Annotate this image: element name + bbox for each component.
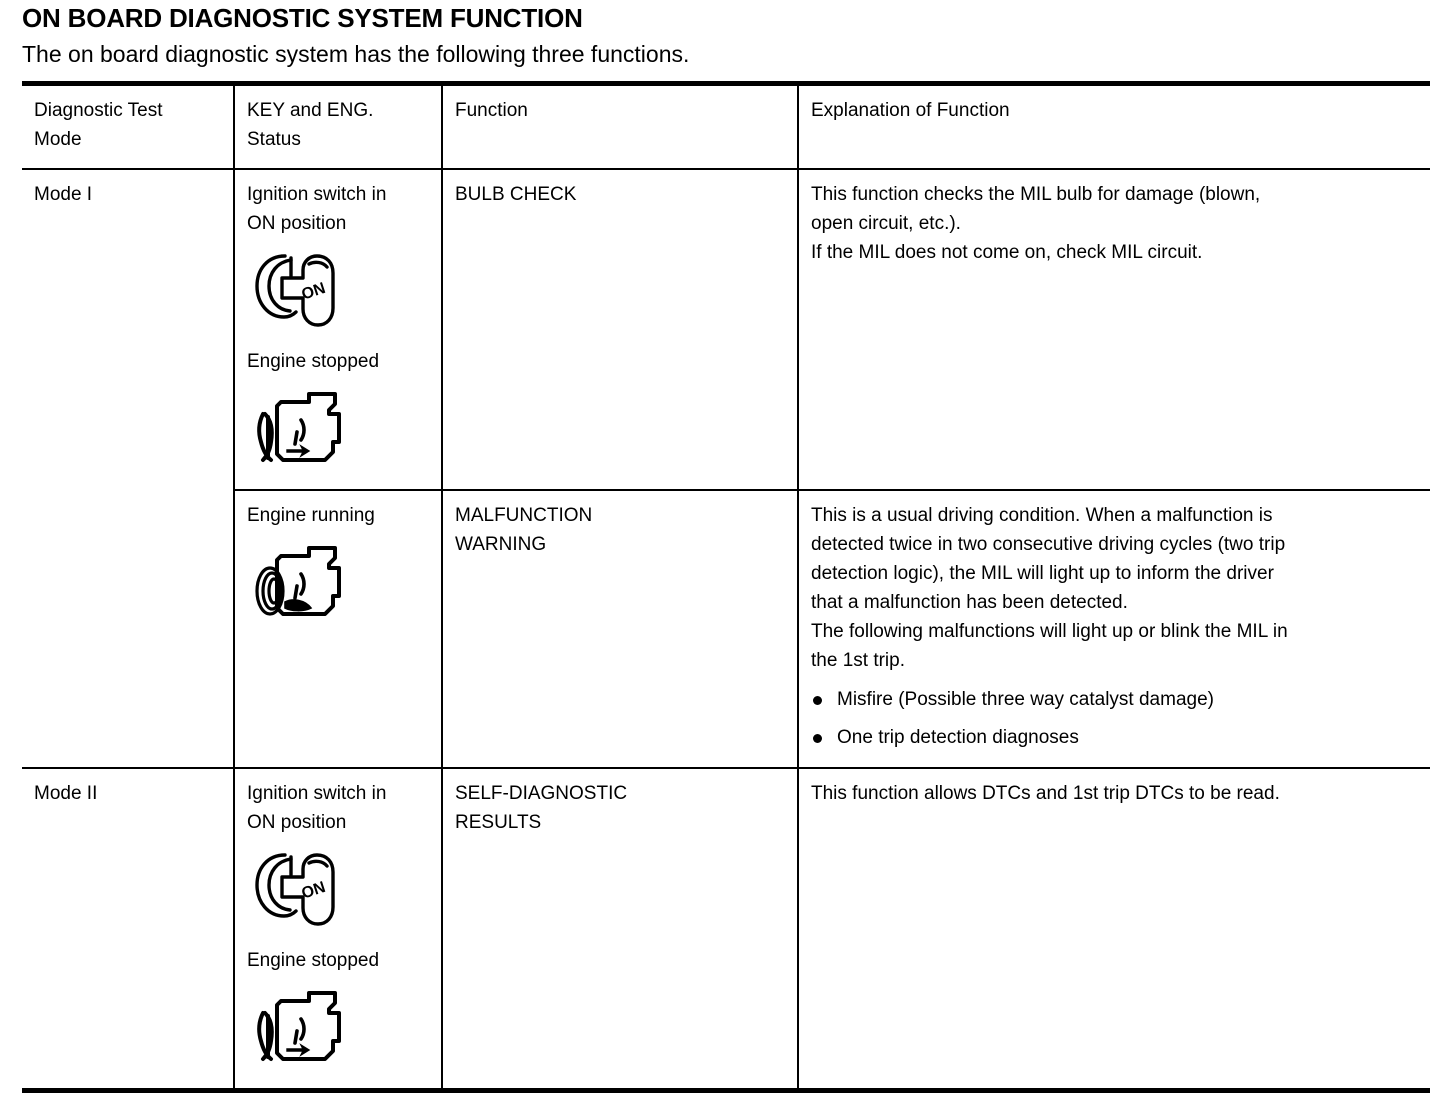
table-header-row: Diagnostic Test Mode KEY and ENG. Status…: [22, 83, 1430, 169]
cell-mode-name: Mode I: [22, 168, 235, 768]
engine-stopped-icon: [251, 384, 429, 479]
status-line-2: ON position: [247, 213, 347, 234]
status-line-2: ON position: [247, 812, 347, 833]
cell-key-eng-status: Ignition switch in ON position ON: [234, 767, 443, 1091]
table-row: Mode II Ignition switch in ON position: [22, 767, 1430, 1091]
explanation-line: detected twice in two consecutive drivin…: [811, 534, 1286, 555]
explanation-line: that a malfunction has been detected.: [811, 592, 1128, 613]
engine-state-label: Engine stopped: [247, 950, 380, 971]
diagnostic-mode-table: Diagnostic Test Mode KEY and ENG. Status…: [22, 81, 1430, 1093]
header-line-2: Mode: [34, 129, 82, 150]
icon-spacer: [247, 938, 429, 946]
function-line-1: BULB CHECK: [455, 184, 577, 205]
function-line-2: RESULTS: [455, 812, 542, 833]
cell-function: MALFUNCTION WARNING: [442, 489, 799, 768]
cell-mode-name: Mode II: [22, 767, 235, 1091]
explanation-line: If the MIL does not come on, check MIL c…: [811, 242, 1203, 263]
header-line-2: Status: [247, 129, 301, 150]
table-row: Mode I Ignition switch in ON position: [22, 168, 1430, 768]
ignition-key-on-icon: ON: [251, 845, 429, 938]
list-item-label: Misfire (Possible three way catalyst dam…: [837, 689, 1214, 710]
list-item: Misfire (Possible three way catalyst dam…: [811, 681, 1418, 719]
engine-stopped-icon: [251, 983, 429, 1078]
cell-explanation: This is a usual driving condition. When …: [798, 489, 1430, 768]
header-line-1: Diagnostic Test: [34, 100, 163, 121]
header-cell-diagnostic-test-mode: Diagnostic Test Mode: [22, 83, 235, 169]
cell-explanation: This function checks the MIL bulb for da…: [798, 168, 1430, 490]
document-page: ON BOARD DIAGNOSTIC SYSTEM FUNCTION The …: [22, 3, 1430, 1093]
header-cell-key-eng-status: KEY and ENG. Status: [234, 83, 443, 169]
list-item: One trip detection diagnoses: [811, 719, 1418, 757]
explanation-line: This is a usual driving condition. When …: [811, 505, 1273, 526]
explanation-line: This function checks the MIL bulb for da…: [811, 184, 1261, 205]
cell-function: BULB CHECK: [442, 168, 799, 490]
explanation-line: This function allows DTCs and 1st trip D…: [811, 783, 1280, 804]
status-line-1: Ignition switch in: [247, 783, 387, 804]
engine-running-icon: [251, 538, 429, 633]
bullet-dot-icon: [813, 696, 822, 705]
key-icon-label: ON: [300, 280, 328, 304]
cell-function: SELF-DIAGNOSTIC RESULTS: [442, 767, 799, 1091]
cell-key-eng-status: Ignition switch in ON position: [234, 168, 443, 490]
engine-state-label: Engine stopped: [247, 351, 380, 372]
list-item-label: One trip detection diagnoses: [837, 727, 1079, 748]
function-line-2: WARNING: [455, 534, 547, 555]
status-line-1: Ignition switch in: [247, 184, 387, 205]
function-line-1: MALFUNCTION: [455, 505, 593, 526]
cell-explanation: This function allows DTCs and 1st trip D…: [798, 767, 1430, 1091]
table-row: Engine running: [22, 489, 1430, 768]
engine-state-label: Engine running: [247, 505, 375, 526]
explanation-line: detection logic), the MIL will light up …: [811, 563, 1274, 584]
bullet-dot-icon: [813, 734, 822, 743]
header-cell-function: Function: [442, 83, 799, 169]
explanation-line: The following malfunctions will light up…: [811, 621, 1288, 642]
header-cell-explanation: Explanation of Function: [811, 100, 1010, 121]
malfunction-bullet-list: Misfire (Possible three way catalyst dam…: [811, 681, 1418, 757]
explanation-line: the 1st trip.: [811, 650, 905, 671]
icon-spacer: [247, 339, 429, 347]
key-icon-label: ON: [300, 879, 328, 903]
page-subtitle: The on board diagnostic system has the f…: [22, 41, 690, 67]
function-line-1: SELF-DIAGNOSTIC: [455, 783, 628, 804]
cell-key-eng-status: Engine running: [234, 489, 443, 768]
explanation-line: open circuit, etc.).: [811, 213, 961, 234]
page-title: ON BOARD DIAGNOSTIC SYSTEM FUNCTION: [22, 3, 583, 33]
ignition-key-on-icon: ON: [251, 246, 429, 339]
header-line-1: KEY and ENG.: [247, 100, 374, 121]
